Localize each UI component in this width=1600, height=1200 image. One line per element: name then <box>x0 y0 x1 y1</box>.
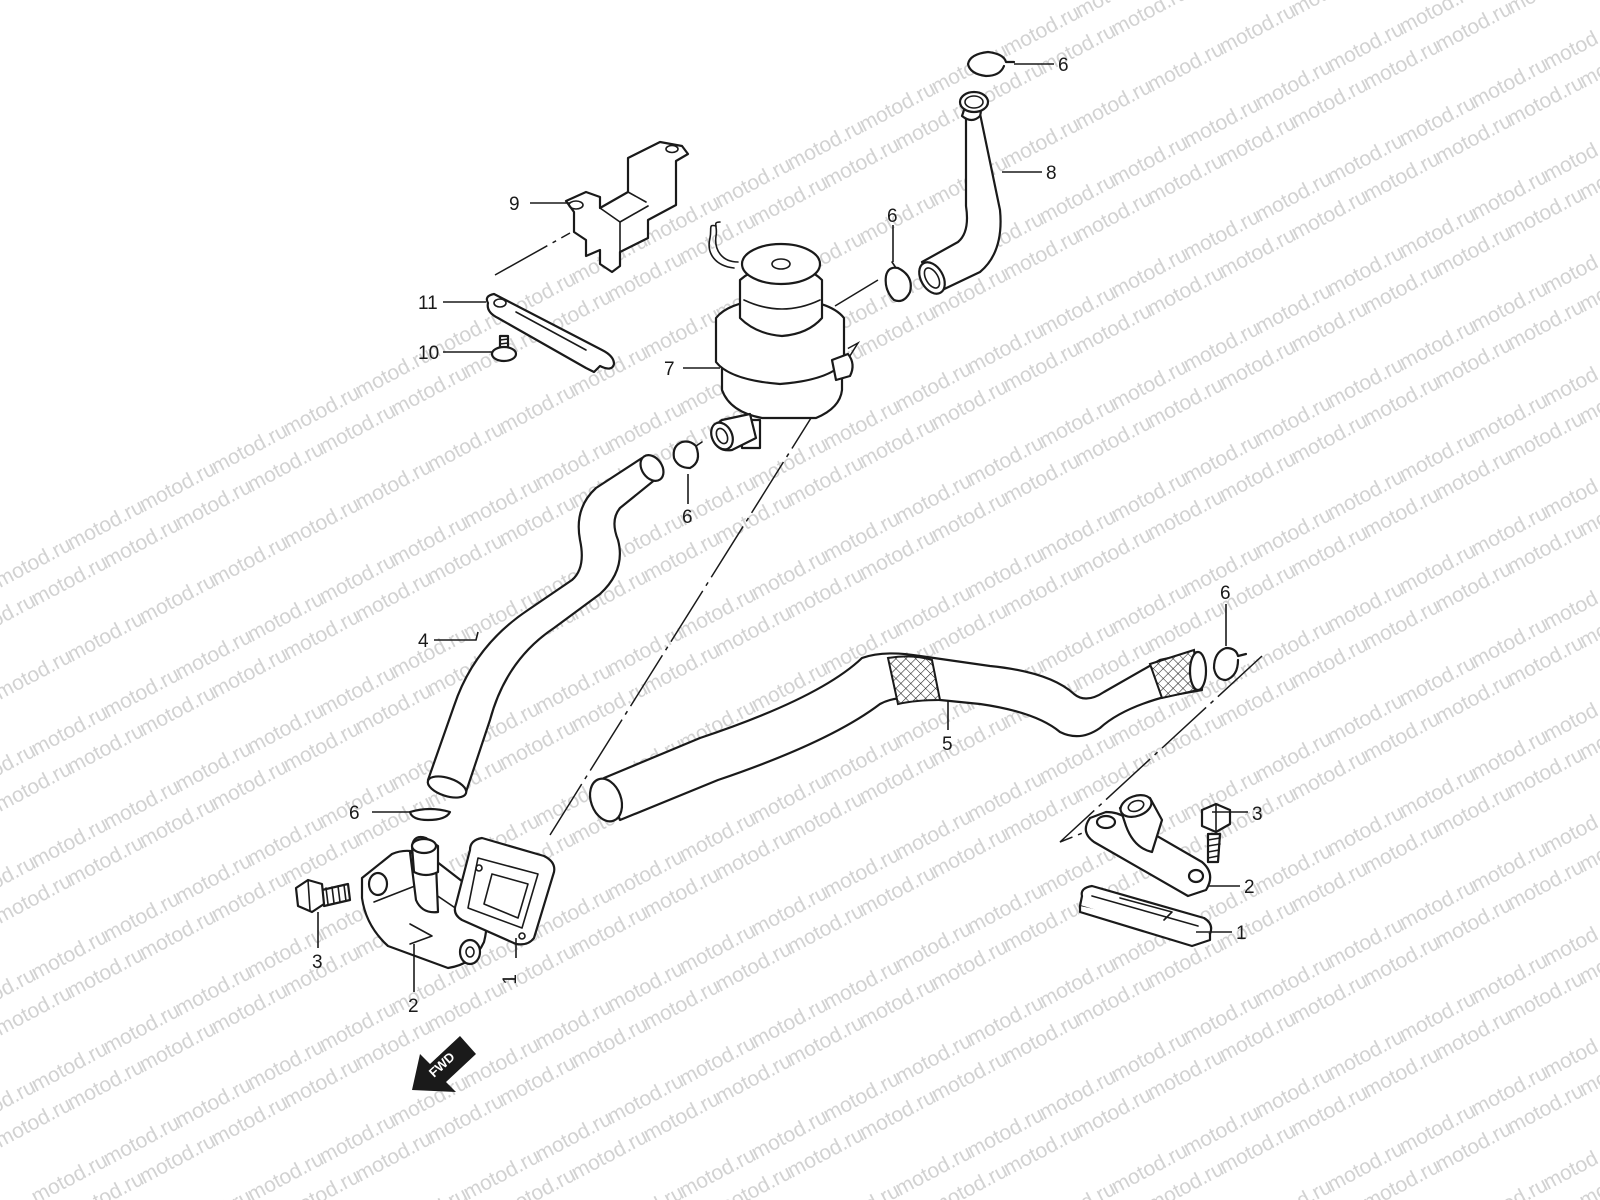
callout-8: 8 <box>1046 163 1057 184</box>
watermark-text: motod.ru <box>1468 1173 1552 1200</box>
watermark-text: motod.ru <box>1036 1177 1120 1200</box>
clamp-part-6-top <box>966 50 1016 78</box>
hose-part-5 <box>588 648 1208 823</box>
air-valve-part-7 <box>708 221 854 452</box>
watermark-text: motod.ru <box>1108 0 1192 40</box>
watermark-text: motod.ru <box>1504 0 1588 18</box>
callout-6-bottom: 6 <box>349 803 360 824</box>
watermark-text: motod.ru <box>820 1179 904 1200</box>
watermark-text: motod.ru <box>1252 1175 1336 1200</box>
watermark-text: motod.ru <box>424 417 508 476</box>
watermark-text: motod.ru <box>1144 37 1228 96</box>
watermark-text: motod.ru <box>208 531 292 590</box>
callout-2-left: 2 <box>408 996 419 1017</box>
bracket-part-9 <box>564 140 690 274</box>
watermark-text: motod.ru <box>352 455 436 514</box>
watermark-text: motod.ru <box>0 645 76 704</box>
callout-6-valve-left: 6 <box>682 507 693 528</box>
callout-1-left: 1 <box>500 974 521 985</box>
clamp-part-6-valve-right <box>884 261 912 303</box>
watermark-text: motod.ru <box>496 379 580 438</box>
callout-4: 4 <box>418 631 429 652</box>
callout-6-valve-right: 6 <box>887 206 898 227</box>
reed-cover-part-2-right <box>1084 794 1212 898</box>
watermark-text: motod.ru <box>1180 0 1264 2</box>
callout-7: 7 <box>664 359 675 380</box>
callout-labels: 6 8 9 11 10 7 6 6 4 5 6 6 3 2 1 3 2 1 <box>312 55 1263 1017</box>
watermark-text: motod.ru <box>1288 0 1372 20</box>
callout-6-top: 6 <box>1058 55 1069 76</box>
callout-3-left: 3 <box>312 952 323 973</box>
hose-part-8 <box>918 90 1002 295</box>
watermark-text: motod.ru <box>1072 75 1156 134</box>
watermark-text: motod.ru <box>172 1185 256 1200</box>
callout-10: 10 <box>418 343 439 364</box>
callout-2-right: 2 <box>1244 877 1255 898</box>
watermark-text: motod.ru <box>280 493 364 552</box>
reed-cover-part-2-left <box>360 835 488 970</box>
watermark-text: motod.ru <box>640 303 724 362</box>
clamp-part-6-right <box>1212 646 1248 682</box>
callout-6-right: 6 <box>1220 583 1231 604</box>
callout-11: 11 <box>418 293 438 314</box>
callout-1-right: 1 <box>1236 923 1247 944</box>
bolt-part-3-right <box>1200 802 1232 864</box>
callout-3-right: 3 <box>1252 804 1263 825</box>
watermark-text: motod.ru <box>388 1183 472 1200</box>
clamp-part-6-bottom <box>408 807 452 822</box>
reed-plate-part-1-right <box>1078 884 1213 948</box>
bolt-part-3-left <box>294 878 352 914</box>
callout-leaders <box>317 63 1248 992</box>
watermark-text: motod.ru <box>136 569 220 628</box>
clamp-part-6-valve-left <box>672 440 703 470</box>
screw-part-10 <box>490 334 518 363</box>
reed-plate-part-1-left <box>453 836 556 946</box>
watermark-text: motod.ru <box>604 1181 688 1200</box>
strap-part-11 <box>485 292 616 374</box>
callout-5: 5 <box>942 734 953 755</box>
callout-9: 9 <box>509 194 520 215</box>
watermark-text: motod.ru <box>64 607 148 666</box>
watermark-text: motod.ru <box>1000 113 1084 172</box>
watermark-text: motod.ru <box>1216 0 1300 58</box>
hose-part-4 <box>426 454 665 799</box>
